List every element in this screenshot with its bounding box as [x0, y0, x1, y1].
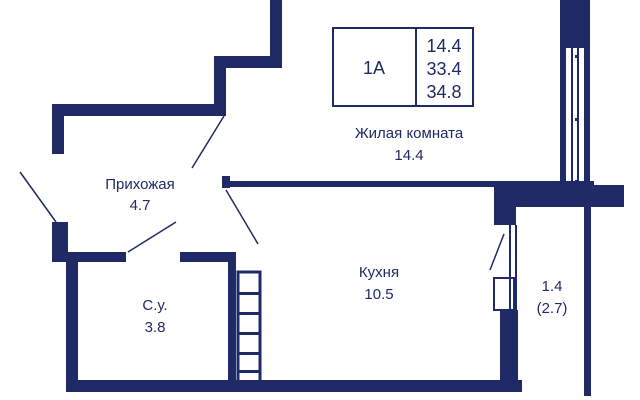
- wall-balcony-pillar: [494, 185, 516, 225]
- wall-partition-horizontal: [230, 181, 594, 187]
- wall-bathroom-right: [228, 252, 236, 388]
- wall-bottom: [66, 380, 522, 392]
- badge-frame: [332, 27, 474, 107]
- area-badge: 1А 14.4 33.4 34.8: [332, 27, 474, 107]
- kitchen-area: 10.5: [364, 286, 393, 303]
- shaft-rung-1: [238, 292, 260, 295]
- shaft-frame: [236, 270, 262, 384]
- window-balcony-right-inner: [589, 207, 591, 396]
- wall-right-column-right: [584, 0, 590, 186]
- shaft-rung-2: [238, 312, 260, 315]
- door-bathroom: [127, 221, 177, 253]
- wall-step-vertical-1: [214, 56, 226, 116]
- window-right-frame-1: [571, 48, 573, 186]
- bathroom-name: С.у.: [142, 297, 167, 314]
- badge-area-with-balcony: 34.8: [426, 82, 461, 102]
- window-balcony-left-1: [509, 225, 511, 310]
- door-living: [191, 115, 225, 169]
- wall-partition-stub: [222, 176, 230, 188]
- window-right-mark-1: [575, 55, 577, 58]
- hallway-area: 4.7: [130, 197, 151, 214]
- balcony-area: 1.4: [542, 278, 563, 295]
- wall-bathroom-top-right: [180, 252, 236, 262]
- shaft-rung-3: [238, 332, 260, 335]
- door-swings: [19, 115, 505, 271]
- wall-balcony-top: [494, 185, 624, 207]
- door-kitchen: [225, 189, 259, 245]
- balcony-area-full: (2.7): [537, 300, 568, 317]
- window-right-frame-2: [577, 48, 579, 186]
- door-balcony: [489, 233, 505, 271]
- wall-balcony-right-line: [584, 200, 590, 396]
- balcony-door-box: [493, 277, 515, 311]
- badge-area-living: 14.4: [426, 36, 461, 56]
- wall-balcony-lower-pillar: [500, 310, 518, 390]
- window-balcony-left-2: [515, 225, 517, 310]
- wall-bathroom-left: [66, 256, 78, 392]
- living-room-area: 14.4: [394, 147, 423, 164]
- window-right-mark-2: [575, 118, 577, 121]
- bathroom-area: 3.8: [145, 319, 166, 336]
- wall-top-step-vertical: [270, 26, 282, 58]
- living-room-name: Жилая комната: [355, 125, 464, 142]
- wall-top-left-vertical: [270, 0, 282, 30]
- badge-area-total: 33.4: [426, 59, 461, 79]
- room-labels: Жилая комната 14.4 Прихожая 4.7 Кухня 10…: [105, 125, 567, 336]
- wall-upper-left-horizontal: [52, 104, 226, 116]
- wall-right-top-block: [566, 0, 584, 48]
- hallway-name: Прихожая: [105, 176, 175, 193]
- door-entry: [19, 171, 57, 223]
- wall-right-column-left: [560, 0, 566, 186]
- wall-step-horizontal-1: [214, 56, 282, 68]
- wall-left-lower: [52, 222, 68, 262]
- walls: [52, 0, 624, 396]
- wall-bathroom-top-left: [66, 252, 126, 262]
- shaft-rung-5: [238, 370, 260, 373]
- shaft-rung-4: [238, 352, 260, 355]
- kitchen-name: Кухня: [359, 264, 399, 281]
- badge-type: 1А: [363, 58, 385, 78]
- wall-left-stub: [52, 104, 64, 154]
